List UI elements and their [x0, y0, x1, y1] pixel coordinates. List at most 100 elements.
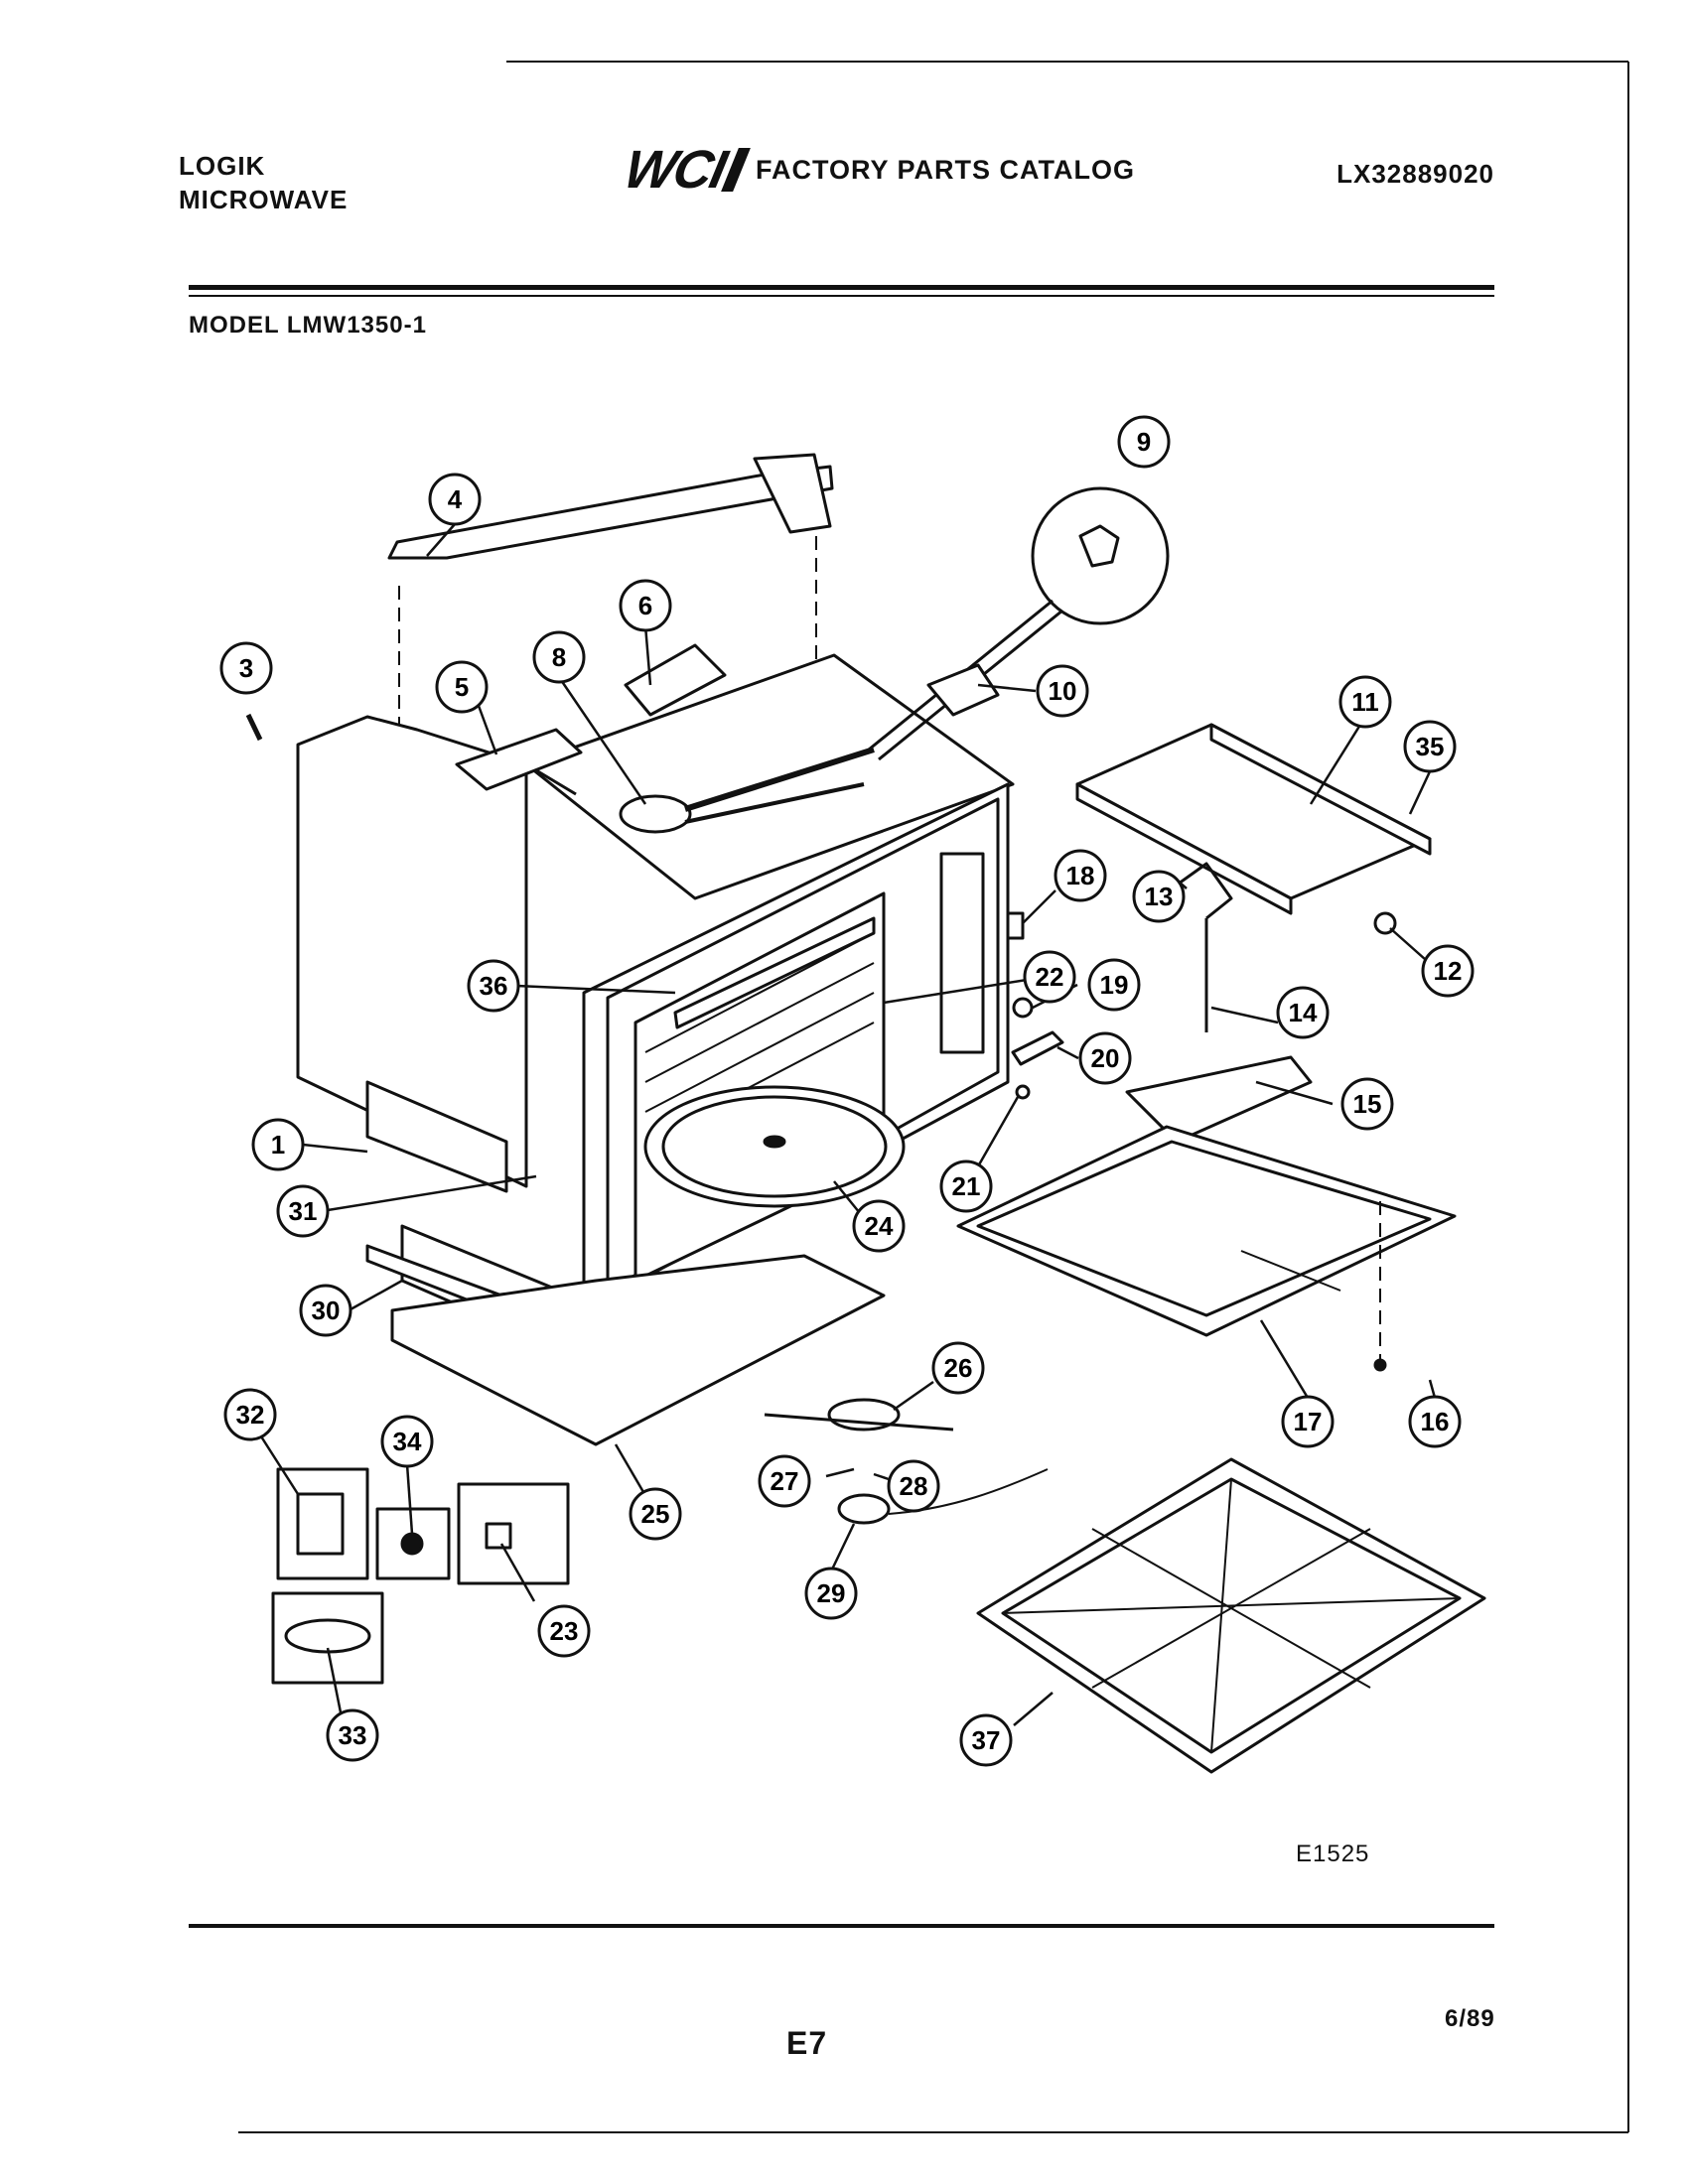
svg-text:6: 6 [638, 591, 652, 620]
svg-text:36: 36 [480, 971, 508, 1001]
svg-text:9: 9 [1137, 427, 1151, 457]
svg-text:35: 35 [1416, 732, 1445, 761]
brand-name: LOGIK [179, 151, 266, 181]
callout-18: 18 [1054, 849, 1107, 902]
diagram-code: E1525 [1296, 1841, 1370, 1867]
callout-30: 30 [299, 1284, 352, 1337]
header-rule-thin [189, 295, 1494, 297]
svg-text:26: 26 [944, 1353, 973, 1383]
svg-text:27: 27 [771, 1466, 799, 1496]
svg-text:10: 10 [1049, 676, 1077, 706]
part-25-base-plate [390, 1254, 886, 1446]
callout-9: 9 [1117, 415, 1171, 469]
callout-17: 17 [1281, 1395, 1335, 1448]
svg-text:4: 4 [448, 484, 463, 514]
callout-33: 33 [326, 1708, 379, 1762]
callout-35: 35 [1403, 720, 1457, 773]
callout-6: 6 [619, 579, 672, 632]
callout-19: 19 [1087, 958, 1141, 1012]
callout-3: 3 [219, 641, 273, 695]
svg-text:32: 32 [236, 1400, 265, 1430]
svg-text:29: 29 [817, 1578, 846, 1608]
callout-31: 31 [276, 1184, 330, 1238]
svg-text:13: 13 [1145, 882, 1174, 911]
part-8-stirrer-fan [619, 794, 692, 834]
svg-text:8: 8 [552, 642, 566, 672]
part-13-antenna [1171, 862, 1233, 920]
part-3-screw [245, 713, 263, 742]
svg-text:22: 22 [1036, 962, 1064, 992]
part-5-vent [455, 728, 583, 791]
callout-15: 15 [1340, 1077, 1394, 1131]
brand-block: LOGIK MICROWAVE [179, 149, 348, 216]
catalog-code: LX32889020 [1336, 159, 1494, 189]
svg-text:5: 5 [455, 672, 469, 702]
footer-rule [189, 1924, 1494, 1928]
part-10-switch [926, 663, 1000, 717]
callout-37: 37 [959, 1713, 1013, 1767]
callout-8: 8 [532, 630, 586, 684]
callout-25: 25 [629, 1487, 682, 1541]
callout-24: 24 [852, 1199, 906, 1253]
svg-text:12: 12 [1434, 956, 1463, 986]
part-6-vent [624, 643, 727, 717]
callout-markers: 1 3 4 5 6 8 9 10 11 12 13 14 15 16 17 18… [219, 415, 1475, 1767]
part-15-stirrer-cone [1125, 1055, 1313, 1144]
catalog-header: WCI FACTORY PARTS CATALOG [620, 139, 1135, 201]
svg-text:21: 21 [952, 1171, 981, 1201]
cabinet-outer-case [296, 653, 1015, 1188]
parts-drawing [238, 61, 1629, 2133]
callout-36: 36 [467, 959, 520, 1013]
callout-32: 32 [223, 1388, 277, 1441]
part-1-bracket [365, 1080, 508, 1193]
catalog-title: FACTORY PARTS CATALOG [755, 154, 1135, 185]
part-11-control-panel [1075, 723, 1432, 915]
svg-text:3: 3 [239, 653, 253, 683]
part-21-screw [1015, 1084, 1031, 1100]
callout-10: 10 [1036, 664, 1089, 718]
callout-22: 22 [1023, 950, 1076, 1004]
header-rule-thick [189, 285, 1494, 290]
callout-21: 21 [939, 1160, 993, 1213]
callout-14: 14 [1276, 986, 1330, 1039]
svg-text:31: 31 [289, 1196, 318, 1226]
callout-28: 28 [887, 1459, 940, 1513]
part-20-bar [1011, 1030, 1064, 1066]
callout-11: 11 [1338, 675, 1392, 729]
model-number: MODEL LMW1350-1 [189, 312, 427, 339]
part-36-strip [673, 916, 876, 1029]
part-37-drip-pan [976, 1457, 1486, 1774]
svg-text:24: 24 [865, 1211, 894, 1241]
callout-12: 12 [1421, 944, 1475, 998]
svg-text:17: 17 [1294, 1407, 1323, 1436]
part-23-box [457, 1482, 570, 1585]
svg-text:25: 25 [641, 1499, 670, 1529]
catalog-date: 6/89 [1445, 2005, 1495, 2032]
callout-27: 27 [758, 1454, 811, 1508]
callout-16: 16 [1408, 1395, 1462, 1448]
part-29-motor [837, 1493, 891, 1525]
callout-5: 5 [435, 660, 489, 714]
callout-23: 23 [537, 1604, 591, 1658]
svg-text:23: 23 [550, 1616, 579, 1646]
svg-text:33: 33 [339, 1720, 367, 1750]
svg-text:34: 34 [393, 1427, 422, 1456]
svg-text:15: 15 [1353, 1089, 1382, 1119]
svg-text:18: 18 [1066, 861, 1095, 890]
svg-text:28: 28 [900, 1471, 928, 1501]
svg-text:14: 14 [1289, 998, 1318, 1027]
product-type: MICROWAVE [179, 185, 349, 214]
callout-34: 34 [380, 1415, 434, 1468]
svg-text:11: 11 [1351, 687, 1379, 717]
part-17-bottom-tray [956, 1125, 1457, 1337]
callout-29: 29 [804, 1567, 858, 1620]
svg-text:20: 20 [1091, 1043, 1120, 1073]
callout-4: 4 [428, 473, 482, 526]
callout-20: 20 [1078, 1031, 1132, 1085]
part-18-clip [1006, 911, 1025, 940]
svg-text:37: 37 [972, 1725, 1001, 1755]
svg-text:16: 16 [1421, 1407, 1450, 1436]
svg-text:1: 1 [271, 1130, 285, 1160]
